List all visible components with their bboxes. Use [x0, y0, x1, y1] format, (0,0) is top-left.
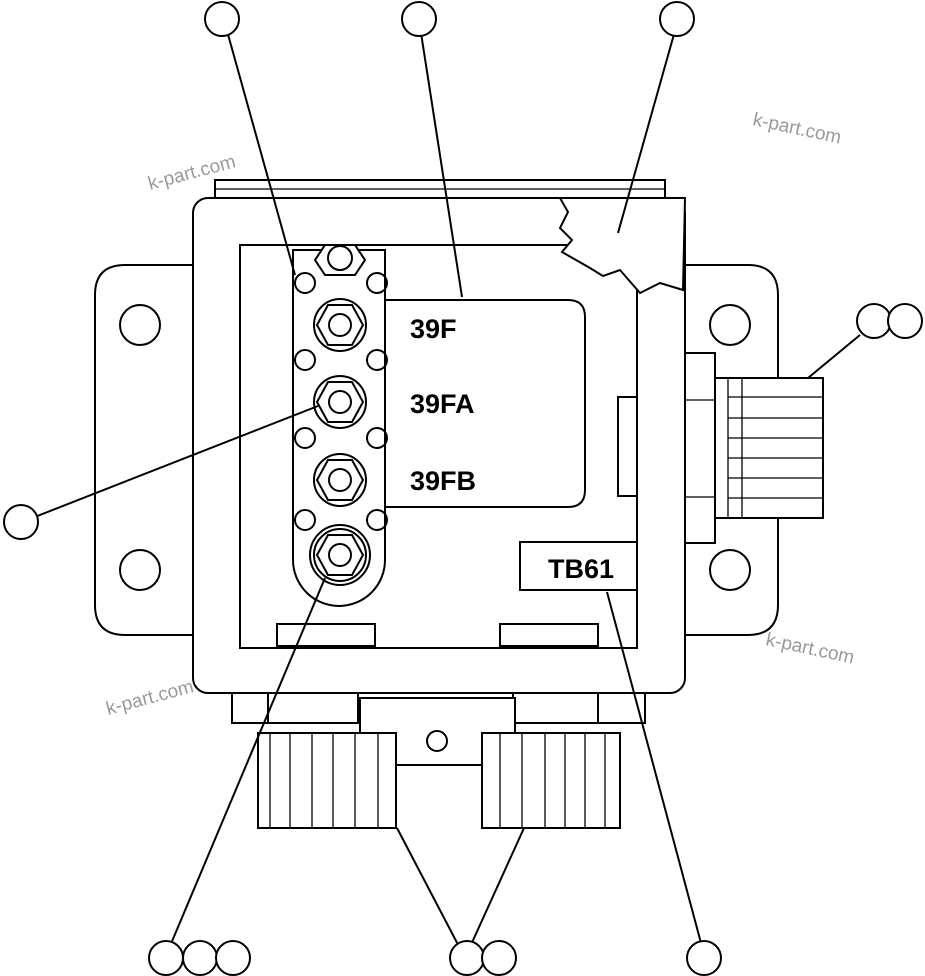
terminal-label-39f: 39F — [410, 314, 457, 344]
left-mounting-flange — [94, 264, 194, 636]
bottom-slot — [499, 623, 599, 647]
right-connector — [714, 377, 824, 519]
terminal-label-39fb: 39FB — [410, 466, 476, 496]
block-tag: TB61 — [548, 554, 614, 584]
watermark-text: k-part.com — [104, 676, 196, 720]
right-connector-housing — [684, 352, 716, 544]
side-slot — [617, 396, 638, 497]
terminal-nut — [313, 244, 367, 276]
terminal-nut — [313, 375, 367, 429]
watermark-text: k-part.com — [764, 629, 856, 668]
terminal-nut — [309, 524, 371, 586]
top-lid-edge — [214, 179, 666, 199]
bottom-left-connector — [257, 732, 397, 829]
bottom-slot — [276, 623, 376, 647]
bottom-right-connector — [481, 732, 621, 829]
terminal-label-39fa: 39FA — [410, 389, 475, 419]
callout-balloons — [3, 1, 923, 976]
terminal-nut — [313, 298, 367, 352]
terminal-label-panel — [384, 299, 586, 508]
terminal-nut — [313, 453, 367, 507]
leader-lines — [21, 19, 861, 959]
watermark-text: k-part.com — [751, 109, 843, 148]
block-tag-box — [519, 541, 638, 591]
strip-holes — [294, 272, 388, 531]
broken-corner — [558, 197, 687, 295]
